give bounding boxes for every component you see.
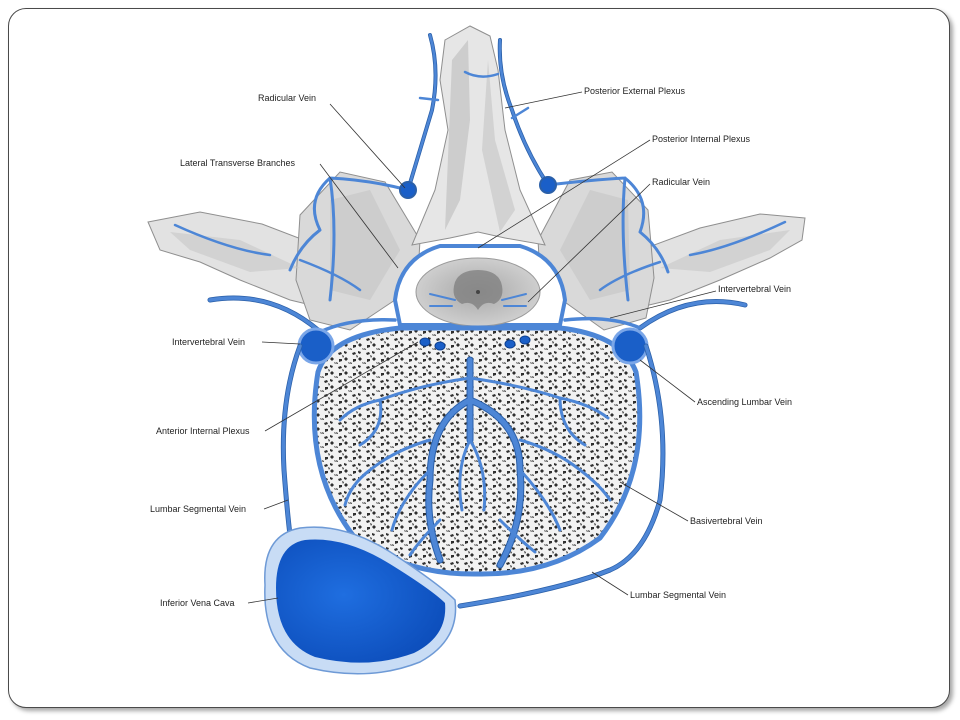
radicular-vein-left-cross [399,181,417,199]
vertebral-body [311,325,643,577]
anterior-internal-plexus-vessels [419,335,531,351]
intervertebral-vein-right-cross [611,327,649,365]
spinal-canal [392,244,568,327]
spinous-process [411,25,546,246]
label-ascending-lumbar-vein: Ascending Lumbar Vein [697,397,792,407]
label-posterior-internal-plexus: Posterior Internal Plexus [652,134,751,144]
leader-lines [247,91,717,604]
label-lumbar-segmental-vein-right: Lumbar Segmental Vein [630,590,726,600]
label-intervertebral-vein-left: Intervertebral Vein [172,337,245,347]
intervertebral-vein-left-cross [297,327,335,365]
external-veins [173,33,787,609]
label-basivertebral-vein: Basivertebral Vein [690,516,763,526]
labels: Radicular Vein Posterior External Plexus… [150,86,792,608]
radicular-vein-right-cross [539,176,557,194]
inferior-vena-cava [264,526,457,675]
label-posterior-external-plexus: Posterior External Plexus [584,86,686,96]
label-inferior-vena-cava: Inferior Vena Cava [160,598,235,608]
label-radicular-vein-left: Radicular Vein [258,93,316,103]
label-intervertebral-vein-right: Intervertebral Vein [718,284,791,294]
label-radicular-vein-right: Radicular Vein [652,177,710,187]
label-lumbar-segmental-vein-left: Lumbar Segmental Vein [150,504,246,514]
label-lateral-transverse-branches: Lateral Transverse Branches [180,158,296,168]
basivertebral-vein-tree [338,356,612,569]
vertebral-arch [147,25,806,331]
label-anterior-internal-plexus: Anterior Internal Plexus [156,426,250,436]
